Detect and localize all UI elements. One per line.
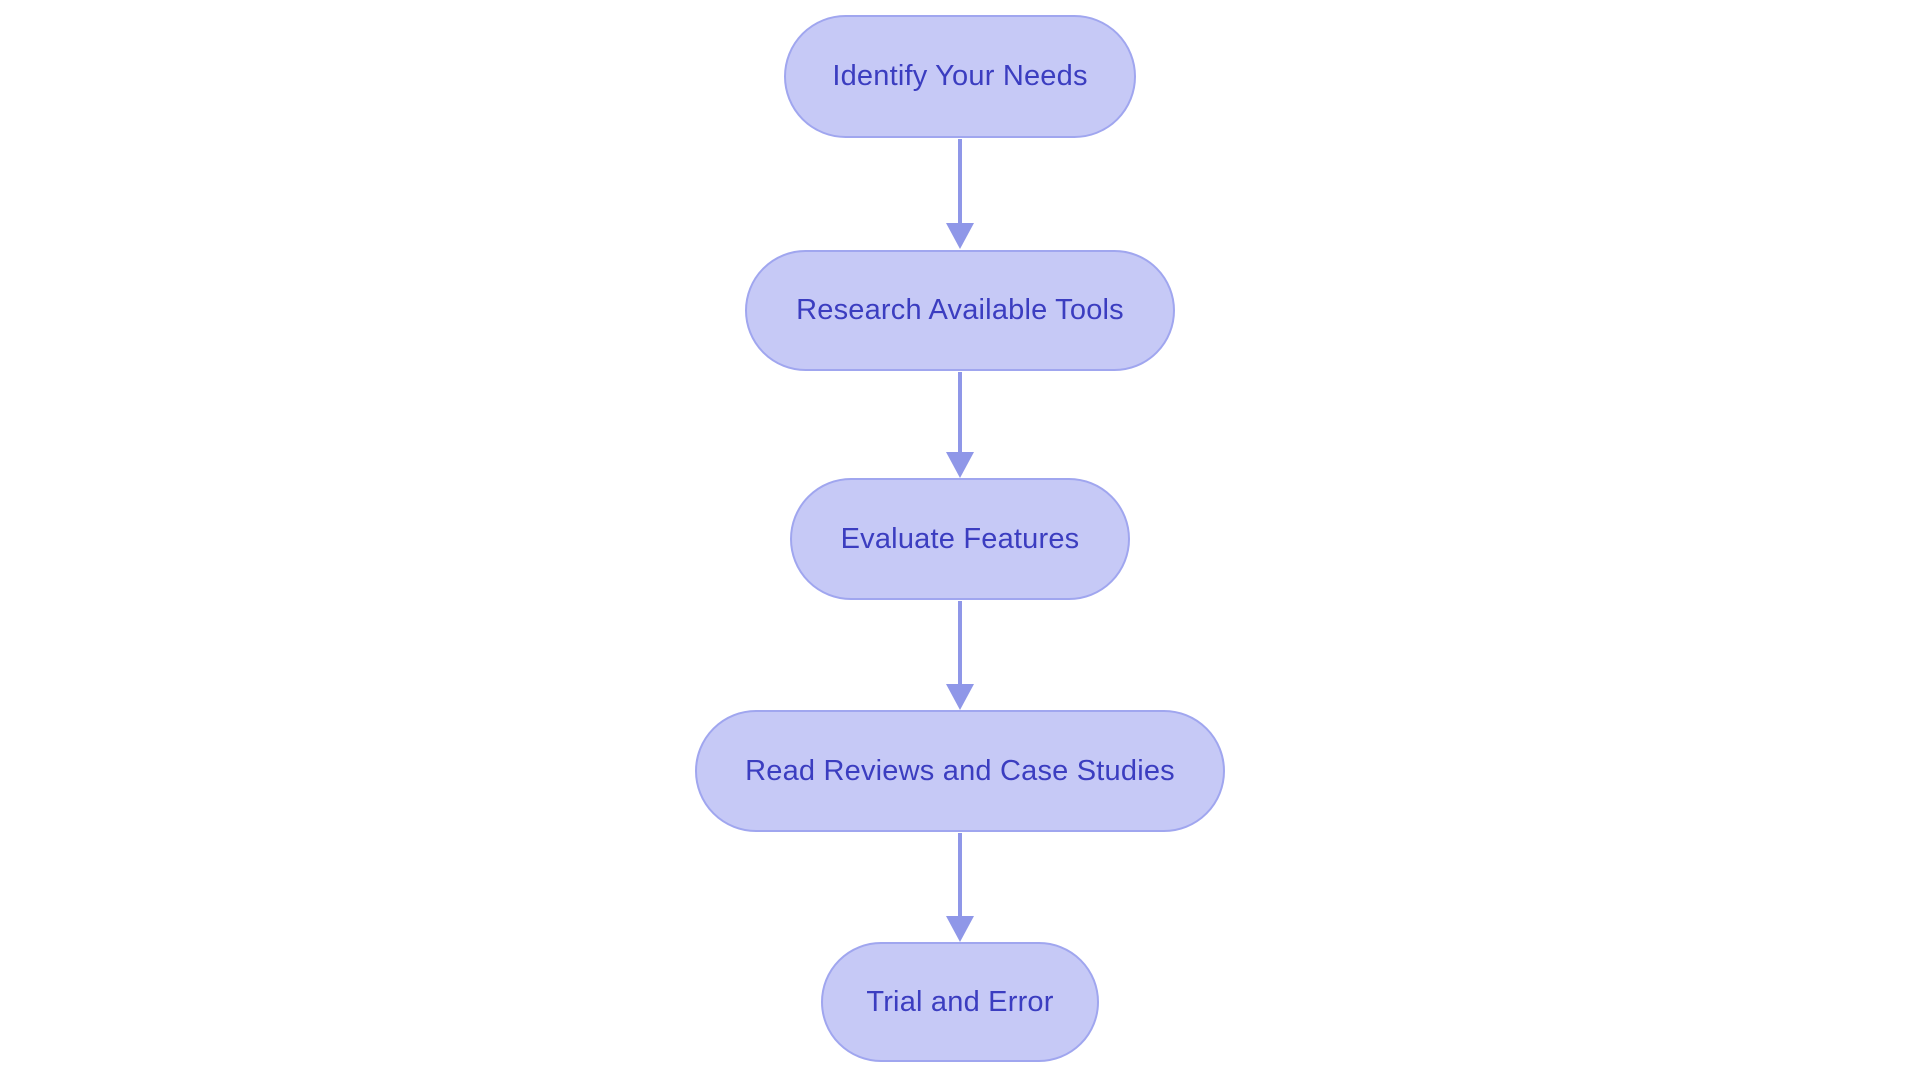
arrow-head-icon [946, 916, 974, 942]
flow-node-label: Trial and Error [866, 985, 1054, 1018]
flow-node-research-available-tools: Research Available Tools [745, 250, 1175, 371]
arrow-head-icon [946, 452, 974, 478]
flow-node-read-reviews-and-case-studies: Read Reviews and Case Studies [695, 710, 1225, 832]
flow-node-identify-your-needs: Identify Your Needs [784, 15, 1136, 138]
arrow-line [958, 601, 962, 684]
arrow-connector-4 [946, 833, 974, 942]
flow-node-label: Research Available Tools [796, 294, 1124, 326]
arrow-line [958, 139, 962, 223]
flow-node-evaluate-features: Evaluate Features [790, 478, 1130, 600]
arrow-connector-2 [946, 372, 974, 478]
arrow-connector-1 [946, 139, 974, 249]
arrow-line [958, 372, 962, 452]
flow-node-label: Identify Your Needs [832, 60, 1088, 92]
flow-node-trial-and-error: Trial and Error [821, 942, 1099, 1062]
arrow-head-icon [946, 223, 974, 249]
arrow-head-icon [946, 684, 974, 710]
arrow-connector-3 [946, 601, 974, 710]
arrow-line [958, 833, 962, 916]
flow-node-label: Read Reviews and Case Studies [745, 754, 1175, 787]
flow-node-label: Evaluate Features [840, 522, 1080, 555]
